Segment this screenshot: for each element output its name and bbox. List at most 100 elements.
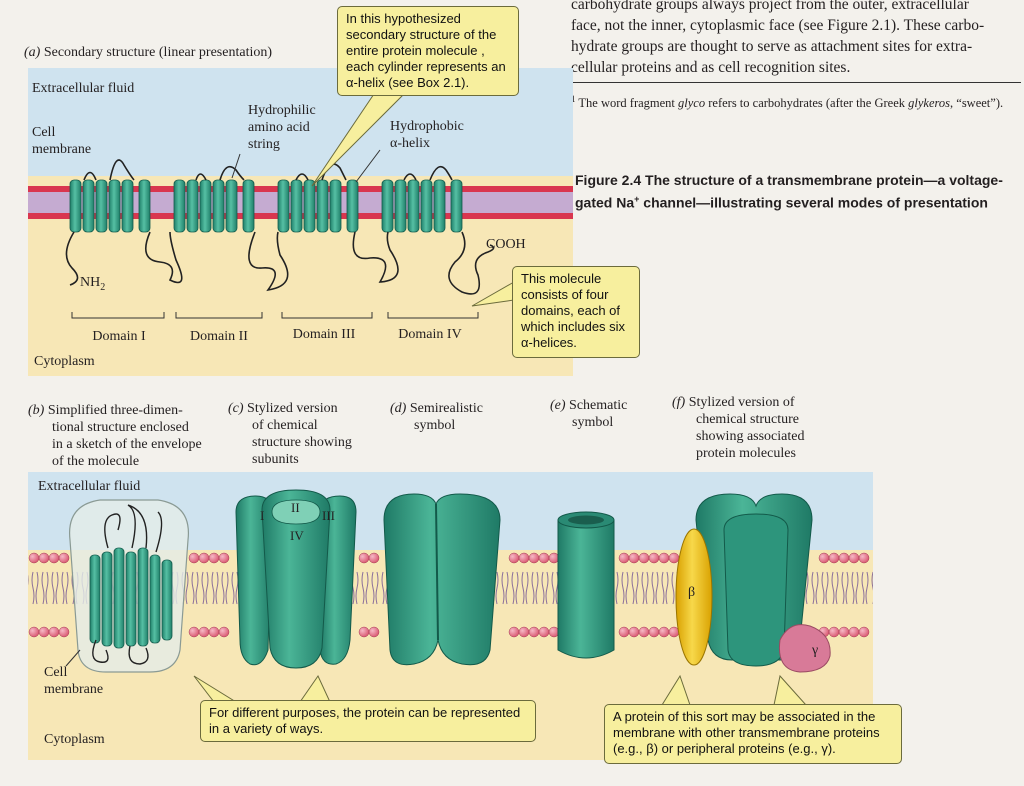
- lipid-head: [538, 626, 550, 638]
- lower-extracellular-label: Extracellular fluid: [38, 479, 141, 494]
- callout-associated-proteins: A protein of this sort may be associated…: [604, 704, 902, 764]
- lipid-head: [28, 552, 40, 564]
- alpha-helix-cylinder: [346, 179, 359, 233]
- lipid-head: [58, 552, 70, 564]
- alpha-helix-cylinder: [277, 179, 290, 233]
- domain-3-label: Domain III: [292, 327, 356, 342]
- figure-caption: Figure 2.4 The structure of a transmembr…: [575, 171, 1005, 213]
- subunit-I: [235, 495, 273, 666]
- panel-d-caption: (d) Semirealistic symbol: [390, 400, 483, 434]
- helix-domains: [69, 179, 463, 233]
- lipid-head: [518, 552, 530, 564]
- panel-c-subunit-structure: [235, 489, 357, 669]
- beta-label: β: [688, 585, 696, 600]
- panel-a-cell-membrane-label: Cell membrane: [32, 124, 91, 158]
- lipid-head: [208, 626, 220, 638]
- alpha-helix-cylinder: [225, 179, 238, 233]
- footnote-word: glyco: [678, 96, 706, 111]
- body-line: face, not the inner, cytoplasmic face (s…: [571, 17, 985, 34]
- lipid-head: [48, 552, 60, 564]
- label-line: α-helix: [390, 136, 430, 151]
- lipid-head: [38, 626, 50, 638]
- lipid-head: [658, 552, 670, 564]
- lipid-head: [368, 552, 380, 564]
- alpha-helix-cylinder: [82, 179, 95, 233]
- body-line: carbohydrate groups always project from …: [571, 0, 969, 13]
- lipid-head: [508, 552, 520, 564]
- lipid-head: [668, 552, 680, 564]
- n-terminus-string: [65, 231, 79, 286]
- callout-representations: For different purposes, the protein can …: [200, 700, 536, 742]
- label-line: Cell: [32, 125, 56, 140]
- subunit-label-IV: IV: [290, 528, 304, 543]
- lipid-head: [618, 552, 630, 564]
- lipid-head: [618, 626, 630, 638]
- beta-subunit: [675, 528, 713, 666]
- lipid-head: [818, 552, 830, 564]
- lipid-head: [518, 626, 530, 638]
- subunit-IV: [261, 489, 331, 669]
- caption-sup: +: [634, 194, 640, 204]
- label-line: Semirealistic: [409, 401, 483, 416]
- lipid-head: [358, 626, 370, 638]
- lipid-head: [198, 552, 210, 564]
- label-line: membrane: [32, 142, 92, 157]
- lipid-head: [188, 552, 200, 564]
- panel-b-envelope-structure: [68, 499, 190, 673]
- label-line: string: [248, 137, 280, 152]
- domain-2-label: Domain II: [190, 329, 248, 344]
- lipid-head: [858, 552, 870, 564]
- label-line: Hydrophilic: [248, 103, 316, 118]
- lipid-head: [638, 552, 650, 564]
- lipid-head: [58, 626, 70, 638]
- lipid-head: [218, 552, 230, 564]
- panel-b-caption: (b) Simplified three-dimen- tional struc…: [28, 402, 202, 470]
- alpha-helix-cylinder: [199, 179, 212, 233]
- alpha-helix-cylinder: [69, 179, 82, 233]
- subunit-III: [319, 495, 357, 665]
- lipid-head: [48, 626, 60, 638]
- label-line: protein molecules: [696, 446, 796, 461]
- label-line: subunits: [252, 452, 299, 467]
- alpha-helix-cylinder: [394, 179, 407, 233]
- caption-rest: channel—illustrating several modes of pr…: [639, 194, 988, 211]
- alpha-helix-cylinder: [290, 179, 303, 233]
- label-line: showing associated: [696, 429, 805, 444]
- footnote-rule: [571, 82, 1021, 83]
- loop-domain-1-2: [144, 231, 183, 284]
- nh2-label: NH2: [80, 274, 105, 296]
- panel-d-semirealistic-symbol: [383, 493, 501, 666]
- label-line: in a sketch of the envelope: [52, 437, 202, 452]
- lipid-head: [848, 552, 860, 564]
- hydrophilic-label: Hydrophilic amino acid string: [248, 102, 316, 153]
- panel-e-caption: (e) Schematic symbol: [550, 397, 627, 431]
- ext-loop: [195, 173, 207, 181]
- e-cylinder-opening: [568, 515, 604, 525]
- label-line: chemical structure: [696, 412, 800, 427]
- panel-f-caption: (f) Stylized version of chemical structu…: [672, 394, 804, 462]
- footnote-mark: 1: [571, 94, 576, 104]
- ext-loop: [109, 159, 135, 181]
- nh2-text: NH: [80, 275, 101, 290]
- gamma-subunit: [778, 624, 831, 673]
- ext-loop: [219, 165, 245, 181]
- lipid-head: [218, 626, 230, 638]
- panel-a-label: (a): [24, 45, 41, 60]
- lipid-head: [528, 552, 540, 564]
- label-line: Stylized version of: [688, 395, 795, 410]
- panel-a-title-text: Secondary structure (linear presentation…: [43, 45, 273, 60]
- lipid-head: [848, 626, 860, 638]
- d-pore: [435, 503, 439, 641]
- lipid-head: [188, 626, 200, 638]
- alpha-helix-cylinder: [420, 179, 433, 233]
- panel-c-caption: (c) Stylized version of chemical structu…: [228, 400, 352, 468]
- panel-b-label: (b): [28, 403, 45, 418]
- label-line: structure showing: [252, 435, 352, 450]
- alpha-helix-cylinder: [303, 179, 316, 233]
- footnote: 1 The word fragment glyco refers to carb…: [571, 92, 1024, 111]
- lipid-head: [648, 552, 660, 564]
- nh2-sub: 2: [100, 281, 106, 293]
- footnote-text: refers to carbohydrates (after the Greek: [705, 96, 909, 111]
- lower-cell-membrane-label: Cell membrane: [44, 664, 103, 698]
- footnote-text: , “sweet”).: [950, 96, 1004, 111]
